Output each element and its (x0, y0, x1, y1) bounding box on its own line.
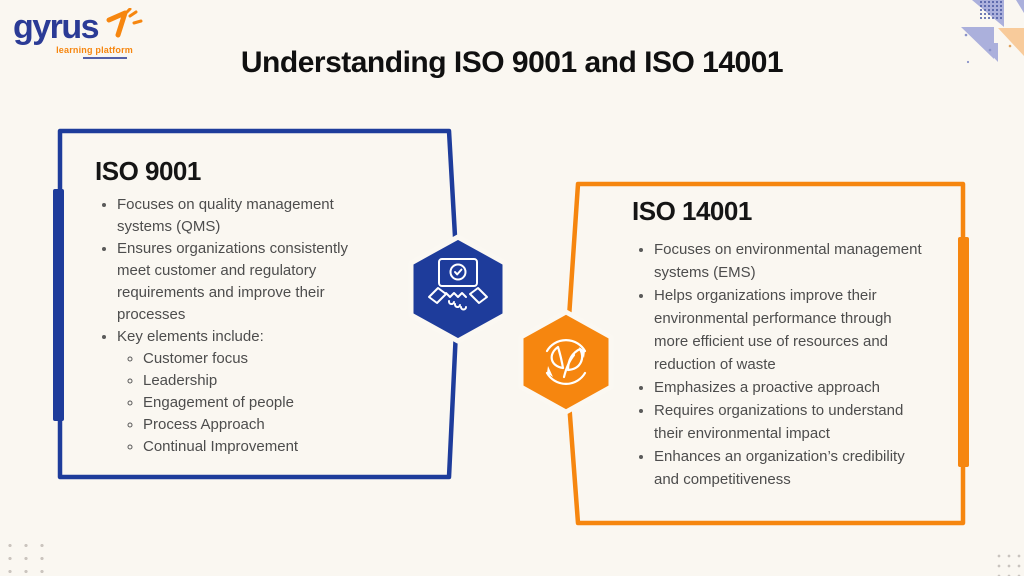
iso-9001-sub-bullet-list: Customer focus Leadership Engagement of … (117, 348, 407, 458)
iso-9001-box (53, 128, 461, 480)
bullet-item: Emphasizes a proactive approach (654, 376, 924, 399)
iso-14001-accent-bar (958, 237, 969, 467)
dot-grid-bottom-right (991, 548, 1024, 576)
sub-bullet-item: Engagement of people (143, 392, 407, 414)
iso-14001-card: ISO 14001 Focuses on environmental manag… (632, 196, 932, 491)
bullet-item: Requires organizations to understand the… (654, 399, 924, 445)
iso-9001-accent-bar (53, 189, 64, 421)
handshake-certificate-icon (428, 258, 488, 311)
sub-bullet-item: Continual Improvement (143, 436, 407, 458)
sub-bullet-item: Process Approach (143, 414, 407, 436)
iso-9001-bullet-list: Focuses on quality management systems (Q… (95, 194, 385, 458)
dot-grid-top-right (979, 0, 1004, 21)
page-title: Understanding ISO 9001 and ISO 14001 (240, 46, 784, 79)
iso-14001-bullet-list: Focuses on environmental management syst… (632, 238, 924, 491)
bullet-item: Focuses on environmental management syst… (654, 238, 924, 284)
eco-cycle-leaves-icon (545, 338, 587, 386)
bullet-item: Focuses on quality management systems (Q… (117, 194, 385, 238)
bullet-item: Helps organizations improve their enviro… (654, 284, 924, 376)
gyrus-logo: gyrus learning platform (13, 8, 143, 59)
bullet-item: Enhances an organization’s credibility a… (654, 445, 924, 491)
logo-subline (83, 57, 127, 59)
iso-9001-card: ISO 9001 Focuses on quality management s… (95, 156, 395, 458)
logo-brand-text: gyrus (13, 8, 100, 46)
iso-9001-heading: ISO 9001 (95, 156, 201, 186)
iso-14001-heading: ISO 14001 (632, 196, 752, 226)
bullet-item: Ensures organizations consistently meet … (117, 238, 385, 326)
bullet-item: Key elements include: Customer focus Lea… (117, 326, 385, 458)
dot-grid-bottom-left (0, 535, 46, 576)
iso-14001-hexagon (518, 309, 614, 415)
logo-tagline: learning platform (56, 45, 133, 55)
sub-bullet-item: Customer focus (143, 348, 407, 370)
iso-9001-hexagon (408, 234, 508, 344)
spark-icon (106, 8, 143, 38)
sub-bullet-item: Leadership (143, 370, 407, 392)
